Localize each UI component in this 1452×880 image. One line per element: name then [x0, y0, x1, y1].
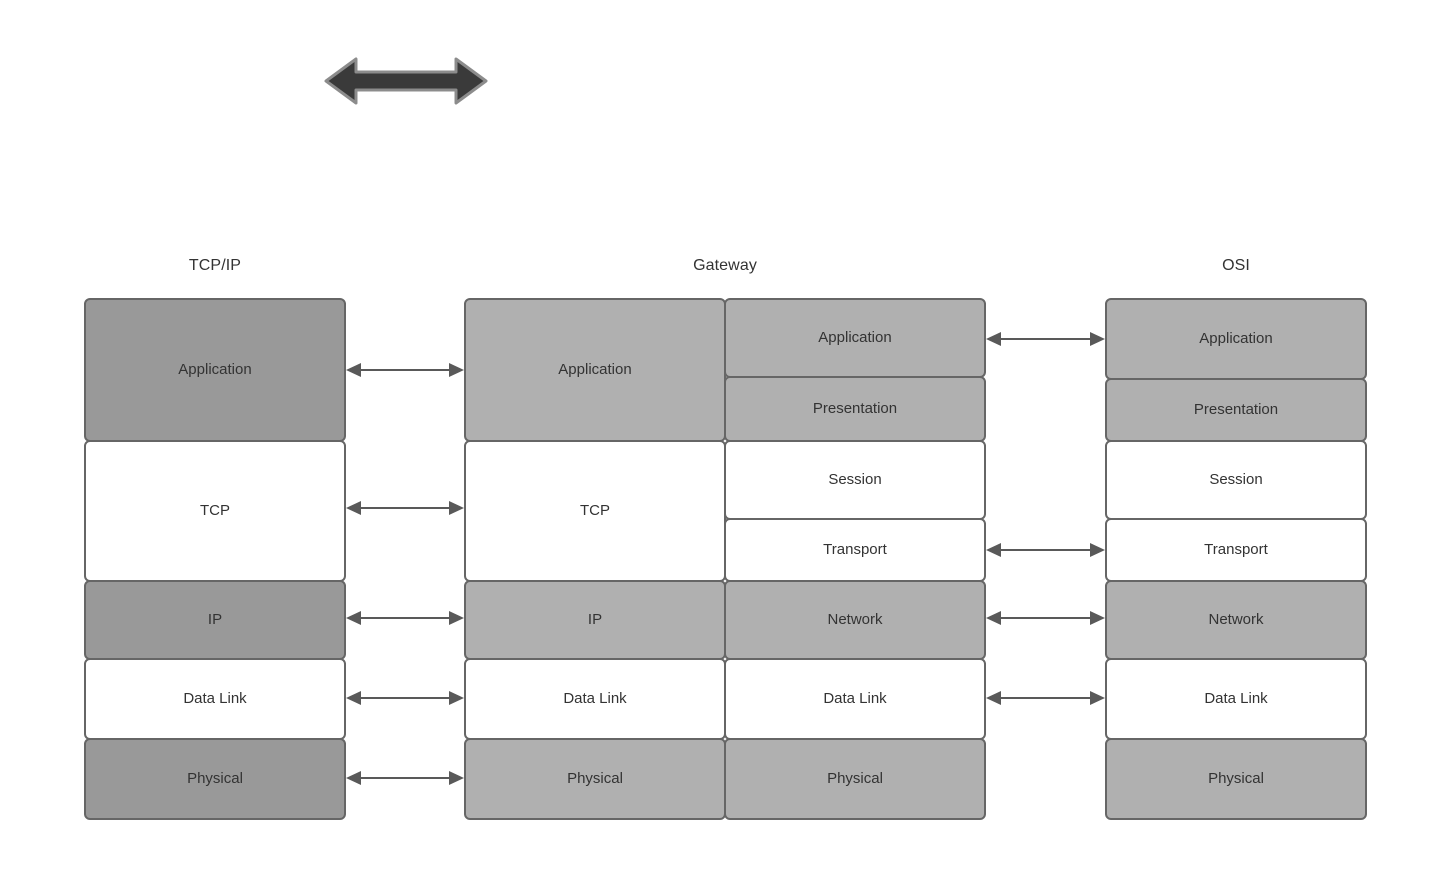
arrow-shaft	[355, 369, 455, 371]
gateway-right-layer-transport[interactable]: Transport	[724, 518, 986, 582]
arrow-head-left-icon	[986, 611, 1001, 625]
connector-gateway-network-to-osi-network	[986, 609, 1105, 627]
connector-tcpip-data-link-to-gateway-data-link	[346, 689, 464, 707]
arrow-head-right-icon	[1090, 332, 1105, 346]
gateway-right-layer-presentation[interactable]: Presentation	[724, 376, 986, 442]
arrow-shaft	[355, 777, 455, 779]
arrow-head-right-icon	[449, 611, 464, 625]
gateway-right-layer-physical[interactable]: Physical	[724, 738, 986, 820]
arrow-head-left-icon	[986, 543, 1001, 557]
tcpip-layer-ip[interactable]: IP	[84, 580, 346, 660]
osi-layer-presentation[interactable]: Presentation	[1105, 378, 1367, 442]
gateway-left-layer-physical[interactable]: Physical	[464, 738, 726, 820]
gateway-left-layer-tcp[interactable]: TCP	[464, 440, 726, 582]
arrow-shaft	[995, 549, 1096, 551]
arrow-head-left-icon	[346, 611, 361, 625]
column-title-gateway: Gateway	[693, 257, 757, 274]
arrow-head-left-icon	[346, 771, 361, 785]
connector-tcpip-ip-to-gateway-ip	[346, 609, 464, 627]
tcpip-layer-physical[interactable]: Physical	[84, 738, 346, 820]
connector-tcpip-application-to-gateway-application	[346, 361, 464, 379]
tcpip-layer-data-link[interactable]: Data Link	[84, 658, 346, 740]
connector-tcpip-tcp-to-gateway-tcp	[346, 499, 464, 517]
osi-layer-session[interactable]: Session	[1105, 440, 1367, 520]
connector-gateway-transport-to-osi-transport	[986, 541, 1105, 559]
connector-gateway-data-link-to-osi-data-link	[986, 689, 1105, 707]
arrow-shaft	[995, 697, 1096, 699]
gateway-right-layer-session[interactable]: Session	[724, 440, 986, 520]
tcpip-layer-tcp[interactable]: TCP	[84, 440, 346, 582]
arrow-head-left-icon	[346, 691, 361, 705]
connector-gateway-application-to-osi-application	[986, 330, 1105, 348]
connector-tcpip-physical-to-gateway-physical	[346, 769, 464, 787]
arrow-head-right-icon	[1090, 611, 1105, 625]
bidirectional-block-arrow-icon	[324, 57, 488, 105]
gateway-right-layer-network[interactable]: Network	[724, 580, 986, 660]
gateway-left-layer-ip[interactable]: IP	[464, 580, 726, 660]
osi-layer-transport[interactable]: Transport	[1105, 518, 1367, 582]
arrow-shaft	[355, 507, 455, 509]
osi-layer-data-link[interactable]: Data Link	[1105, 658, 1367, 740]
gateway-left-layer-application[interactable]: Application	[464, 298, 726, 442]
arrow-head-left-icon	[346, 501, 361, 515]
arrow-head-right-icon	[449, 363, 464, 377]
arrow-head-right-icon	[449, 771, 464, 785]
arrow-shaft	[995, 617, 1096, 619]
arrow-head-left-icon	[986, 691, 1001, 705]
arrow-head-left-icon	[986, 332, 1001, 346]
tcpip-layer-application[interactable]: Application	[84, 298, 346, 442]
gateway-right-layer-data-link[interactable]: Data Link	[724, 658, 986, 740]
column-title-osi: OSI	[1222, 257, 1250, 274]
osi-layer-application[interactable]: Application	[1105, 298, 1367, 380]
arrow-shaft	[355, 617, 455, 619]
osi-layer-physical[interactable]: Physical	[1105, 738, 1367, 820]
gateway-left-layer-data-link[interactable]: Data Link	[464, 658, 726, 740]
column-title-tcpip: TCP/IP	[188, 257, 242, 274]
arrow-head-right-icon	[449, 691, 464, 705]
arrow-head-right-icon	[1090, 691, 1105, 705]
arrow-head-right-icon	[1090, 543, 1105, 557]
osi-layer-network[interactable]: Network	[1105, 580, 1367, 660]
gateway-right-layer-application[interactable]: Application	[724, 298, 986, 378]
arrow-shaft	[355, 697, 455, 699]
arrow-shaft	[995, 338, 1096, 340]
arrow-head-left-icon	[346, 363, 361, 377]
arrow-head-right-icon	[449, 501, 464, 515]
